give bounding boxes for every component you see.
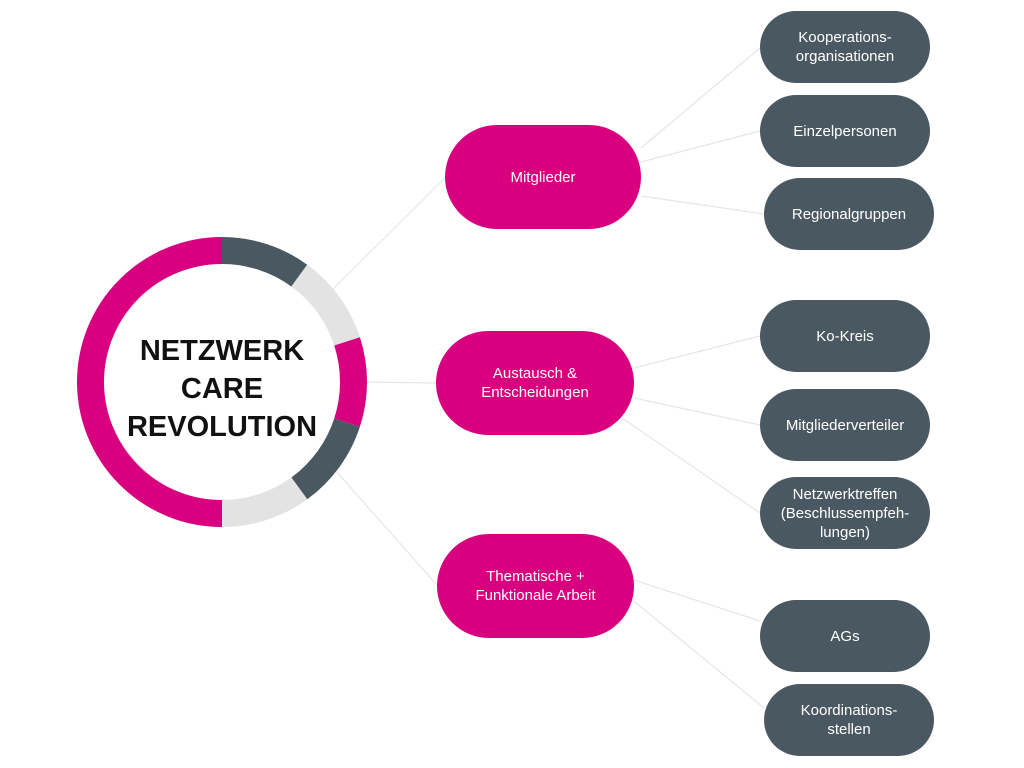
leaf-label: Einzelpersonen xyxy=(793,122,897,140)
leaf-label: Koordinations- xyxy=(800,702,898,719)
connector-line xyxy=(329,177,446,293)
branch-label: Austausch & xyxy=(492,365,578,382)
connector-line xyxy=(633,397,761,426)
leaf-label: Kooperations- xyxy=(798,29,892,46)
connector-line xyxy=(629,597,765,709)
leaf-node-ko-kreis: Ko-Kreis xyxy=(760,300,930,372)
center-title-line: REVOLUTION xyxy=(126,411,318,443)
branch-node-thematische-arbeit: Thematische + Funktionale Arbeit xyxy=(437,534,634,638)
ring-segment-accent xyxy=(334,337,367,427)
ring-segment-dark xyxy=(221,237,308,287)
ring-segment-light xyxy=(221,477,308,527)
leaf-label: Mitgliederverteiler xyxy=(785,416,905,434)
connector-line xyxy=(640,47,761,149)
connector-line xyxy=(621,417,761,514)
connector-line xyxy=(334,469,438,586)
leaf-node-koordinationsstellen: Koordinations- stellen xyxy=(764,684,934,756)
leaf-label: (Beschlussempfeh- xyxy=(780,504,910,522)
leaf-node-netzwerktreffen: Netzwerktreffen (Beschlussempfeh- lungen… xyxy=(760,477,930,549)
leaf-label: stellen xyxy=(827,721,871,738)
leaf-node-regionalgruppen: Regionalgruppen xyxy=(764,178,934,250)
leaf-label: lungen) xyxy=(819,523,871,541)
connector-line xyxy=(633,335,761,369)
branch-label: Funktionale Arbeit xyxy=(475,587,596,604)
center-title-line: NETZWERK xyxy=(139,335,305,367)
leaf-label: organisationen xyxy=(795,48,895,65)
ring-segment-accent xyxy=(77,237,223,527)
connector-line xyxy=(640,130,761,163)
leaf-node-ags: AGs xyxy=(760,600,930,672)
leaf-label: Ko-Kreis xyxy=(816,327,874,345)
branch-node-mitglieder: Mitglieder xyxy=(445,125,641,229)
connector-line xyxy=(633,579,761,622)
branch-label: Thematische + xyxy=(486,568,585,585)
leaf-node-einzelpersonen: Einzelpersonen xyxy=(760,95,930,167)
ring-segment-dark xyxy=(291,418,360,500)
leaf-label: Regionalgruppen xyxy=(791,205,907,223)
leaf-label: AGs xyxy=(830,627,860,645)
branch-node-austausch: Austausch & Entscheidungen xyxy=(436,331,634,435)
branch-label: Entscheidungen xyxy=(481,384,589,401)
leaf-label: Netzwerktreffen xyxy=(792,485,898,503)
ring-segment-light xyxy=(291,264,360,346)
center-title-line: CARE xyxy=(180,373,264,405)
branch-label: Mitglieder xyxy=(510,168,576,186)
connector-line xyxy=(640,195,765,215)
leaf-node-kooperationsorganisationen: Kooperations- organisationen xyxy=(760,11,930,83)
center-ring xyxy=(77,237,367,527)
connector-lines xyxy=(329,47,765,709)
connector-line xyxy=(364,381,437,384)
leaf-node-mitgliederverteiler: Mitgliederverteiler xyxy=(760,389,930,461)
center-title: NETZWERK CARE REVOLUTION xyxy=(112,330,332,448)
